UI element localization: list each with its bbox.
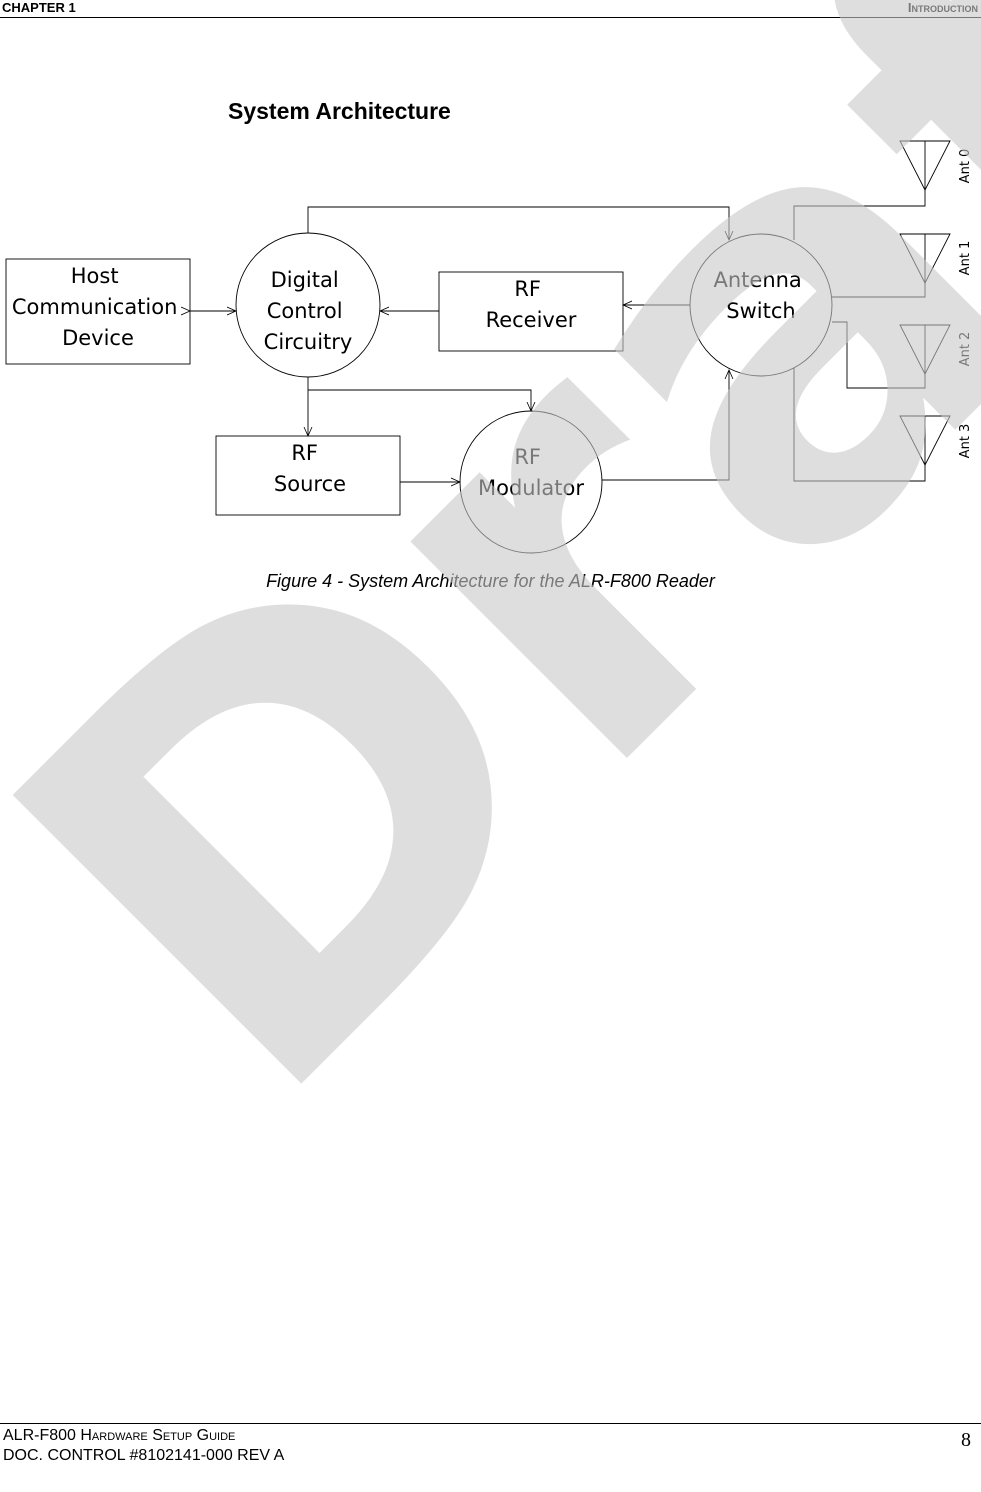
rf-modulator-label: RF Modulator (478, 445, 584, 500)
system-architecture-diagram: Host Communication Device Digital Contro… (5, 140, 973, 554)
rf-source-label: RF Source (274, 441, 346, 496)
ant-3-label: Ant 3 (958, 424, 973, 459)
section-label: Introduction (907, 0, 978, 15)
antenna-3-icon (899, 415, 951, 466)
rf-receiver-box (438, 271, 624, 352)
host-device-box (5, 258, 191, 365)
section-title: System Architecture (228, 98, 451, 124)
switch-ant3-link (793, 368, 926, 482)
chapter-label: CHAPTER 1 (2, 0, 76, 15)
antenna-0-icon (899, 140, 951, 191)
switch-ant0-link (793, 190, 926, 240)
doc-control: DOC. CONTROL #8102141-000 REV A (3, 1447, 285, 1464)
rf-source-box (215, 435, 401, 516)
page-number: 8 (961, 1429, 971, 1451)
ant-2-label: Ant 2 (958, 332, 973, 367)
switch-ant1-link (832, 283, 926, 298)
page-footer: ALR-F800 Hardware Setup Guide DOC. CONTR… (0, 1423, 981, 1492)
figure-caption: Figure 4 - System Architecture for the A… (266, 571, 715, 591)
antenna-switch-label: Antenna Switch (713, 268, 808, 323)
digital-control-label: Digital Control Circuitry (264, 268, 353, 354)
page-header: CHAPTER 1 Introduction (0, 0, 981, 18)
guide-title: ALR-F800 Hardware Setup Guide (3, 1427, 236, 1444)
host-device-label: Host Communication Device (12, 264, 184, 350)
antenna-1-icon (899, 233, 951, 284)
switch-ant2-link (832, 321, 926, 389)
ant-1-label: Ant 1 (958, 241, 973, 276)
modulator-switch-link (602, 370, 729, 481)
antenna-2-icon (899, 324, 951, 375)
digital-switch-link (307, 206, 729, 240)
ant-0-label: Ant 0 (958, 149, 973, 184)
rf-receiver-label: RF Receiver (486, 277, 577, 332)
digital-modulator-link (308, 389, 531, 411)
